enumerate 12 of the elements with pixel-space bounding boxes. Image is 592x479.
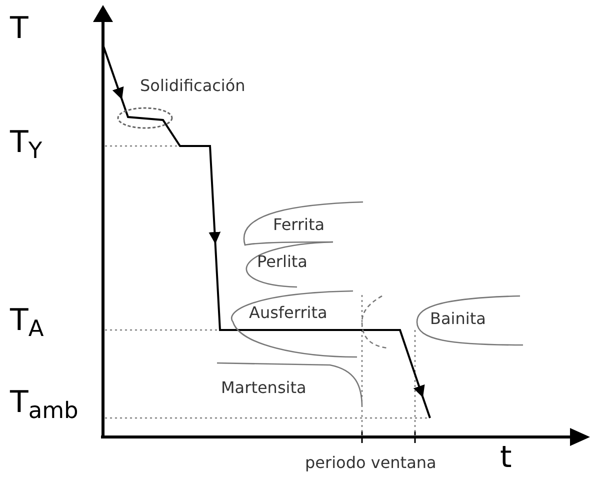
phase-label: Ausferrita <box>249 305 328 321</box>
temperature-label: T$_{amb}$ <box>10 388 78 418</box>
phase-label: Perlita <box>257 254 308 270</box>
axis-label: t <box>500 443 512 473</box>
phase-label: Bainita <box>430 311 486 327</box>
temperature-label: T$_{A}$ <box>10 306 44 336</box>
phase-label: Ferrita <box>273 217 325 233</box>
axis-label: T <box>10 14 28 44</box>
axis-caption: periodo ventana <box>305 455 436 471</box>
phase-label: Solidificación <box>140 78 246 94</box>
temperature-label: T$_{Y}$ <box>10 128 42 158</box>
phase-label: Martensita <box>221 380 306 396</box>
